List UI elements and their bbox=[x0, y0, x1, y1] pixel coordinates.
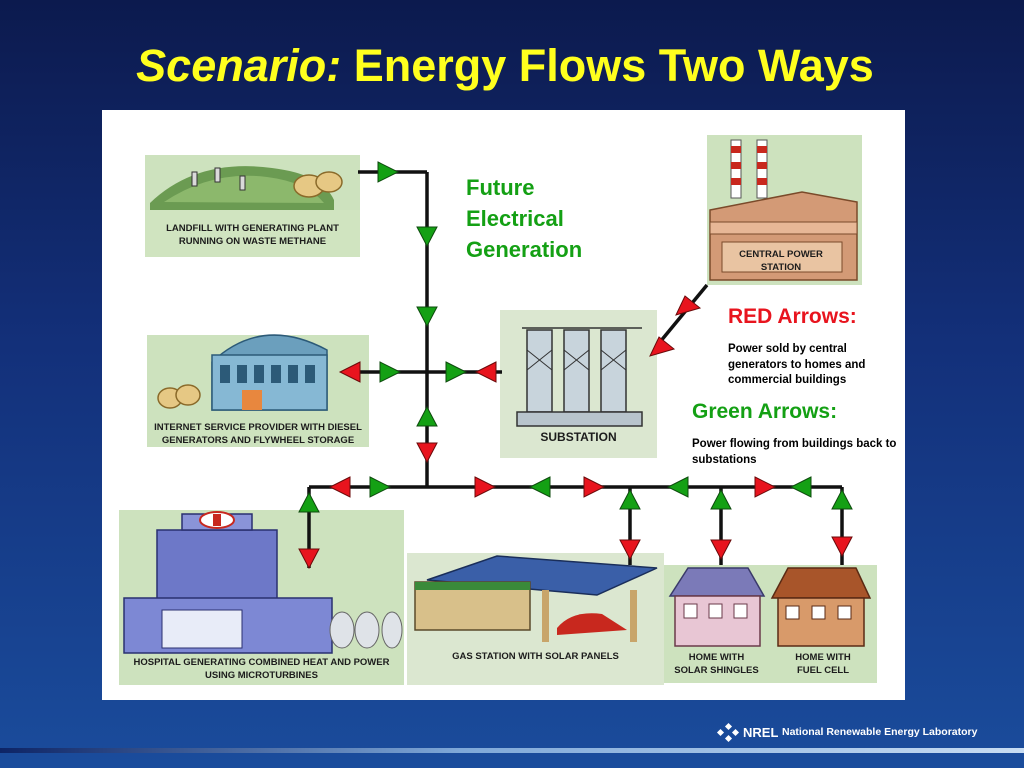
red-arrow bbox=[649, 336, 676, 357]
title-italic: Scenario: bbox=[136, 40, 342, 91]
red-arrow bbox=[474, 361, 497, 383]
red-arrow bbox=[474, 476, 497, 498]
red-arrow bbox=[710, 539, 732, 561]
red-arrow bbox=[831, 536, 853, 558]
green-arrows bbox=[298, 161, 853, 513]
green-arrow bbox=[416, 405, 438, 427]
future-generation-label: Future Electrical Generation bbox=[466, 175, 583, 262]
slide-title: Scenario: Energy Flows Two Ways bbox=[0, 38, 1010, 94]
home-fuel-caption: HOME WITH FUEL CELL bbox=[795, 652, 851, 676]
green-arrow bbox=[416, 306, 438, 328]
red-arrow bbox=[338, 361, 361, 383]
landfill-illustration bbox=[145, 155, 360, 257]
green-arrow bbox=[710, 488, 732, 510]
green-arrow bbox=[377, 161, 400, 183]
landfill-caption: LANDFILL WITH GENERATING PLANT RUNNING O… bbox=[166, 223, 339, 247]
red-arrows-description: Power sold by central generators to home… bbox=[728, 343, 866, 386]
red-arrows bbox=[298, 295, 853, 570]
nrel-logo-text: NREL bbox=[743, 725, 778, 740]
red-arrow bbox=[328, 476, 351, 498]
hospital-illustration bbox=[119, 510, 404, 685]
nrel-logo: NREL bbox=[716, 722, 778, 743]
central-power-illustration bbox=[707, 135, 862, 285]
isp-illustration bbox=[147, 334, 369, 447]
green-arrow bbox=[369, 476, 392, 498]
substation-caption: SUBSTATION bbox=[540, 430, 617, 444]
green-arrow bbox=[666, 476, 689, 498]
green-arrow bbox=[528, 476, 551, 498]
red-arrow bbox=[298, 548, 320, 570]
green-arrow bbox=[445, 361, 468, 383]
red-arrow bbox=[754, 476, 777, 498]
central-power-caption: CENTRAL POWER STATION bbox=[739, 249, 823, 273]
red-arrows-heading: RED Arrows: bbox=[728, 305, 857, 328]
green-arrow bbox=[619, 488, 641, 510]
substation-illustration bbox=[500, 310, 657, 458]
title-rest: Energy Flows Two Ways bbox=[341, 40, 874, 91]
red-arrow bbox=[583, 476, 606, 498]
red-arrow bbox=[619, 539, 641, 561]
gas-station-caption: GAS STATION WITH SOLAR PANELS bbox=[452, 651, 619, 662]
hospital-caption: HOSPITAL GENERATING COMBINED HEAT AND PO… bbox=[133, 657, 390, 681]
isp-caption: INTERNET SERVICE PROVIDER WITH DIESEL GE… bbox=[154, 422, 362, 446]
diagram-svg bbox=[119, 135, 877, 685]
home-fuel-illustration bbox=[769, 565, 877, 683]
diagram-panel: LANDFILL WITH GENERATING PLANT RUNNING O… bbox=[102, 110, 905, 700]
footer-line bbox=[0, 748, 1024, 753]
red-arrow bbox=[675, 295, 702, 316]
nrel-lab-name: National Renewable Energy Laboratory bbox=[782, 726, 978, 738]
green-arrows-heading: Green Arrows: bbox=[692, 400, 838, 423]
home-solar-caption: HOME WITH SOLAR SHINGLES bbox=[674, 652, 759, 676]
gas-station-illustration bbox=[407, 553, 664, 685]
green-arrow bbox=[831, 488, 853, 510]
green-arrow bbox=[789, 476, 812, 498]
red-arrow bbox=[416, 442, 438, 464]
green-arrow bbox=[379, 361, 402, 383]
green-arrow bbox=[416, 226, 438, 248]
home-solar-illustration bbox=[664, 565, 769, 683]
green-arrow bbox=[298, 491, 320, 513]
green-arrows-description: Power flowing from buildings back to sub… bbox=[692, 438, 897, 466]
